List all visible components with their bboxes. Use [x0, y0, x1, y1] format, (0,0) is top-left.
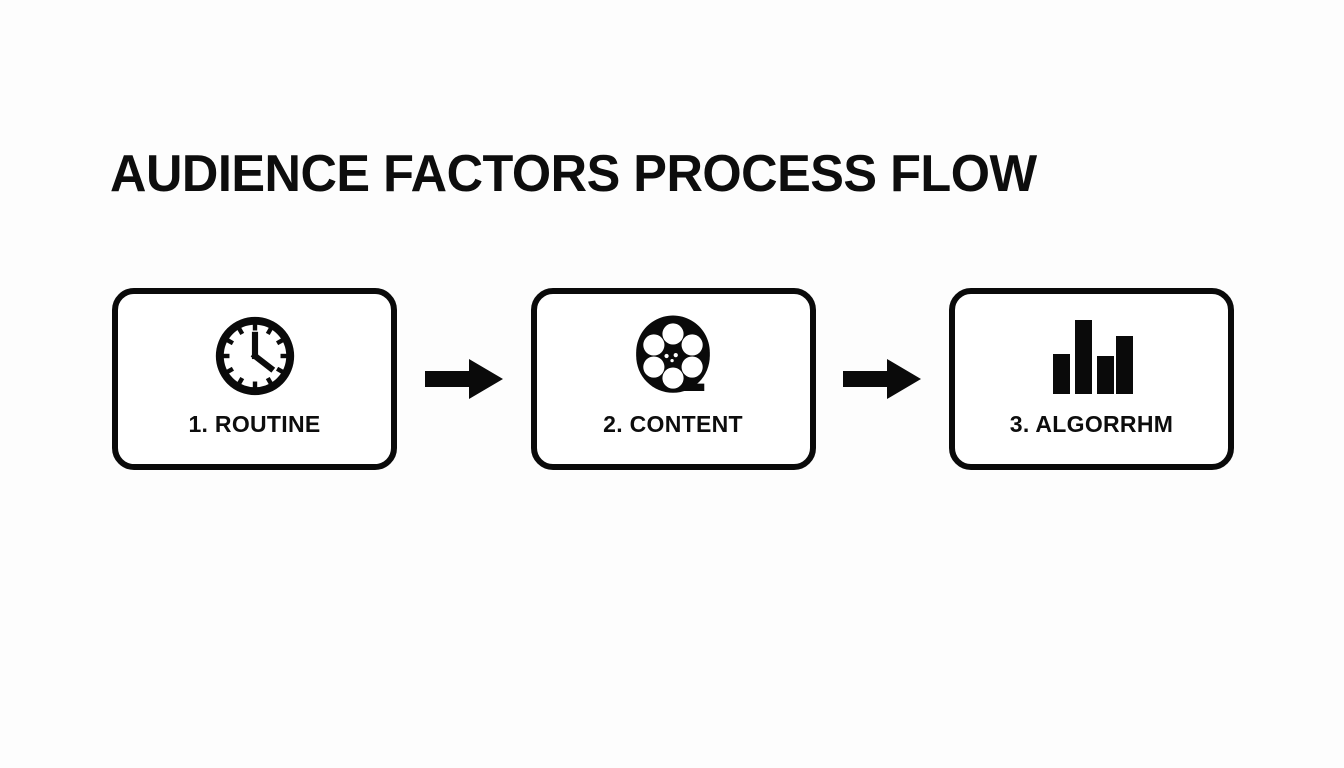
clock-icon	[211, 310, 299, 402]
arrow-right-icon	[424, 351, 503, 407]
flow-step-content[interactable]: 2. CONTENT	[530, 288, 816, 470]
arrow-right-icon	[843, 351, 922, 407]
flow-step-label: 3. ALGORRHM	[1009, 411, 1174, 437]
flow-step-label: 1. ROUTINE	[188, 411, 321, 437]
page-title: AUDIENCE FACTORS PROCESS FLOW	[110, 145, 1037, 203]
flow-step-routine[interactable]: 1. ROUTINE	[112, 288, 397, 470]
flow-step-label: 2. CONTENT	[603, 411, 743, 437]
bar-chart-icon	[1051, 310, 1133, 402]
film-reel-icon	[627, 310, 719, 402]
flow-step-algorithm[interactable]: 3. ALGORRHM	[949, 288, 1234, 470]
process-flow-diagram: 1. ROUTINE	[112, 286, 1234, 472]
